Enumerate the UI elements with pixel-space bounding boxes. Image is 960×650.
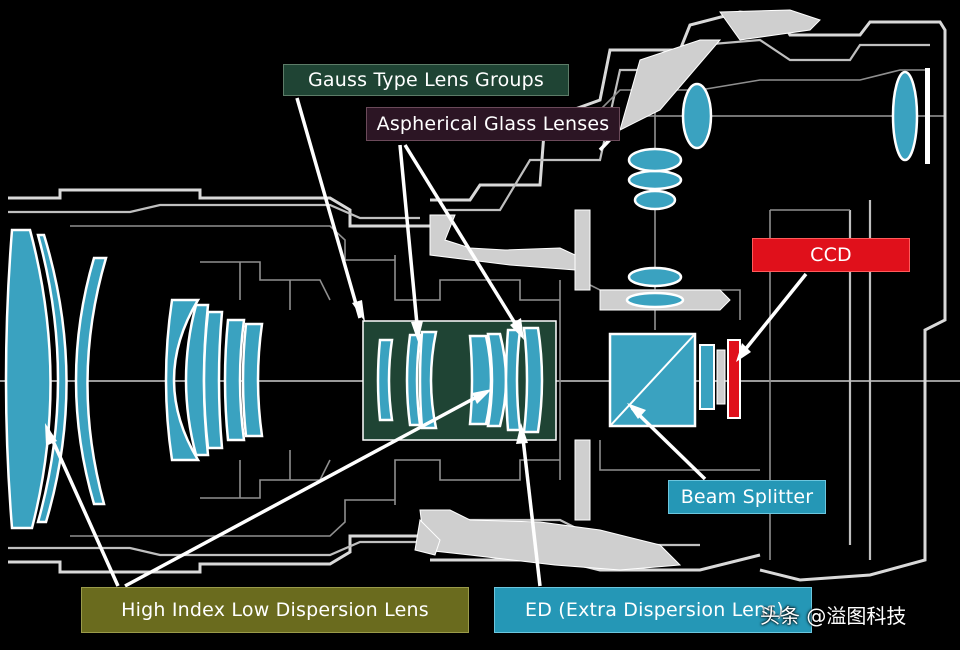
lens-barrel-outline bbox=[8, 188, 561, 574]
pointer-arrows bbox=[45, 97, 808, 588]
front-meniscus-lens-1 bbox=[4, 228, 52, 530]
arrow-high-index-right bbox=[124, 390, 487, 588]
arrowhead-ed bbox=[516, 423, 528, 444]
front-lens-group bbox=[4, 228, 108, 530]
gauss-group-box bbox=[362, 320, 557, 441]
ed-extra-dispersion-lens-label: ED (Extra Dispersion Lens) bbox=[494, 587, 812, 633]
arrow-gauss bbox=[295, 97, 362, 319]
arrowhead-ccd bbox=[736, 343, 751, 362]
high-index-low-dispersion-lens-label: High Index Low Dispersion Lens bbox=[81, 587, 469, 633]
gauss-type-lens-groups-label: Gauss Type Lens Groups bbox=[283, 64, 569, 96]
arrowhead-beam bbox=[627, 403, 646, 419]
arrowhead-aspherical-left bbox=[411, 321, 423, 342]
arrow-aspherical-right bbox=[403, 144, 523, 334]
beam-splitter-label: Beam Splitter bbox=[668, 480, 826, 514]
gauss-lens-elements bbox=[376, 326, 544, 434]
second-lens-group bbox=[164, 298, 264, 462]
front-meniscus-lens-2 bbox=[36, 233, 68, 524]
arrow-beam bbox=[630, 406, 707, 481]
ccd-label: CCD bbox=[752, 238, 910, 272]
front-meniscus-lens-3 bbox=[74, 256, 108, 506]
arrowhead-high-index-left bbox=[45, 423, 57, 446]
arrow-high-index-left bbox=[46, 429, 120, 587]
arrow-ccd bbox=[738, 272, 808, 358]
arrow-aspherical-left bbox=[398, 144, 420, 336]
beam-splitter-prism bbox=[608, 332, 726, 428]
arrowhead-gauss bbox=[352, 300, 365, 322]
arrowhead-aspherical-right bbox=[510, 318, 524, 340]
watermark: 头条 @溢图科技 bbox=[760, 604, 907, 628]
arrowhead-high-index-right bbox=[472, 389, 492, 404]
ccd-sensor bbox=[727, 339, 741, 419]
mirror-box bbox=[414, 9, 821, 571]
viewfinder-lenses bbox=[625, 68, 930, 309]
arrow-ed bbox=[520, 429, 542, 587]
aspherical-glass-lenses-label: Aspherical Glass Lenses bbox=[366, 107, 620, 141]
